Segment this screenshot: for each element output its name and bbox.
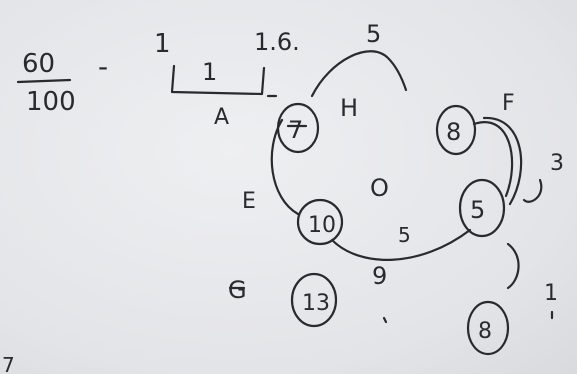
- label-h: H: [340, 94, 358, 122]
- dash: -: [98, 50, 108, 83]
- weight-9-tick: [382, 316, 388, 324]
- node-13-label: 13: [302, 291, 330, 316]
- node-10-label: 10: [308, 213, 336, 238]
- edge-8-5-a: [472, 121, 514, 198]
- ruler-left-label: 1: [154, 29, 171, 59]
- weight-9: 9: [372, 262, 387, 290]
- node-8-bottom: [466, 300, 510, 356]
- label-g: G: [228, 276, 247, 304]
- node-13: [290, 272, 338, 328]
- node-7-label: 7: [288, 116, 303, 144]
- node-5-label: 5: [470, 196, 485, 224]
- ruler-right-label: 1.6.: [254, 28, 300, 56]
- weight-bottom: 5: [398, 223, 411, 247]
- edge-8-5-b: [482, 116, 523, 206]
- label-center: O: [370, 174, 389, 202]
- weight-right-top: 3: [550, 151, 564, 176]
- node-8-top: [435, 104, 477, 156]
- node-10: [296, 198, 344, 246]
- arc-top-weight: 5: [366, 20, 381, 48]
- arc-top: [310, 50, 408, 98]
- fraction-bar: [16, 78, 72, 84]
- corner-mark: 7: [2, 353, 15, 374]
- edge-10-5: [330, 228, 472, 261]
- ruler-a-label: A: [214, 105, 229, 130]
- label-e: E: [242, 189, 256, 214]
- ruler-bracket: [170, 64, 266, 96]
- label-f: F: [502, 91, 515, 116]
- node-8-top-label: 8: [446, 118, 461, 146]
- weight-right-bottom: 1: [544, 281, 558, 306]
- fraction-denominator: 100: [26, 87, 76, 117]
- fraction-numerator: 60: [22, 49, 55, 79]
- node-8-bottom-label: 8: [478, 319, 492, 344]
- edge-7-10: [270, 118, 300, 216]
- ruler-middle-label: 1: [202, 58, 217, 86]
- edge-5-8: [506, 242, 520, 290]
- node-5: [458, 178, 506, 238]
- weight-3-hook: [522, 178, 543, 203]
